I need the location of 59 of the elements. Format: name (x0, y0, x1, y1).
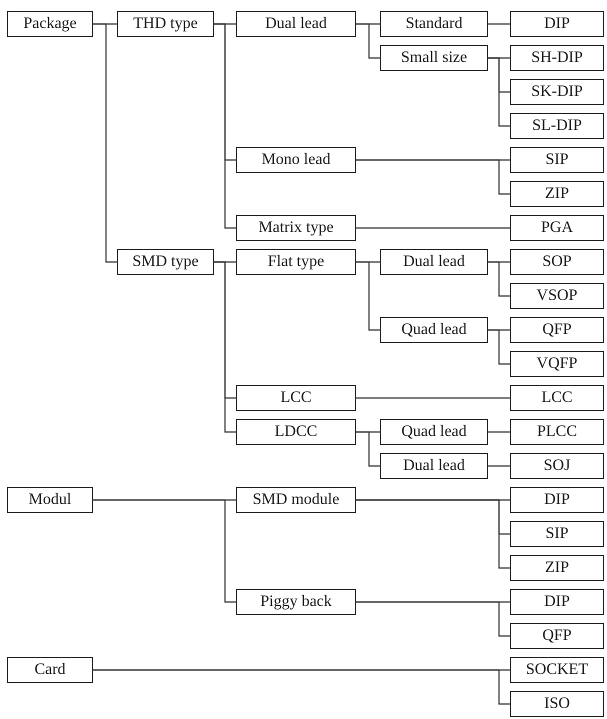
category-box: PGA (510, 215, 604, 241)
category-box: Flat type (236, 249, 356, 275)
category-box: Dual lead (380, 453, 488, 479)
category-box: DIP (510, 487, 604, 513)
category-box: Dual lead (236, 11, 356, 37)
category-box: SOCKET (510, 657, 604, 683)
category-box: Matrix type (236, 215, 356, 241)
category-box: ZIP (510, 181, 604, 207)
category-box: Quad lead (380, 419, 488, 445)
category-box: ZIP (510, 555, 604, 581)
category-box: DIP (510, 589, 604, 615)
category-box: SIP (510, 147, 604, 173)
connector-line (93, 669, 510, 705)
category-box: QFP (510, 317, 604, 343)
connector-line (214, 261, 236, 433)
category-box: SH-DIP (510, 45, 604, 71)
category-box: LCC (236, 385, 356, 411)
connector-line (488, 261, 510, 297)
connector-line (488, 23, 510, 25)
category-box: QFP (510, 623, 604, 649)
connector-line (93, 499, 236, 603)
category-box: SOP (510, 249, 604, 275)
connector-line (488, 329, 510, 365)
connector-line (356, 227, 510, 229)
category-box: SMD type (117, 249, 214, 275)
connector-line (356, 261, 380, 331)
category-box: DIP (510, 11, 604, 37)
category-box: Small size (380, 45, 488, 71)
category-box: PLCC (510, 419, 604, 445)
category-box: LDCC (236, 419, 356, 445)
connector-line (356, 499, 510, 569)
category-box: THD type (117, 11, 214, 37)
category-box: SIP (510, 521, 604, 547)
connector-line (356, 601, 510, 637)
connector-line (356, 397, 510, 399)
category-box: VQFP (510, 351, 604, 377)
category-box: Card (7, 657, 93, 683)
category-box: Package (7, 11, 93, 37)
category-box: VSOP (510, 283, 604, 309)
category-box: Piggy back (236, 589, 356, 615)
category-box: LCC (510, 385, 604, 411)
connector-line (488, 465, 510, 467)
category-box: Mono lead (236, 147, 356, 173)
category-box: SMD module (236, 487, 356, 513)
connector-line (488, 431, 510, 433)
category-box: Dual lead (380, 249, 488, 275)
category-box: SOJ (510, 453, 604, 479)
category-box: SL-DIP (510, 113, 604, 139)
category-box: Standard (380, 11, 488, 37)
category-box: Modul (7, 487, 93, 513)
category-box: SK-DIP (510, 79, 604, 105)
connector-line (214, 23, 236, 229)
category-box: ISO (510, 691, 604, 717)
connector-line (488, 57, 510, 127)
connector-line (356, 159, 510, 195)
connector-line (356, 23, 380, 59)
connector-line (93, 23, 117, 263)
category-box: Quad lead (380, 317, 488, 343)
connector-line (356, 431, 380, 467)
